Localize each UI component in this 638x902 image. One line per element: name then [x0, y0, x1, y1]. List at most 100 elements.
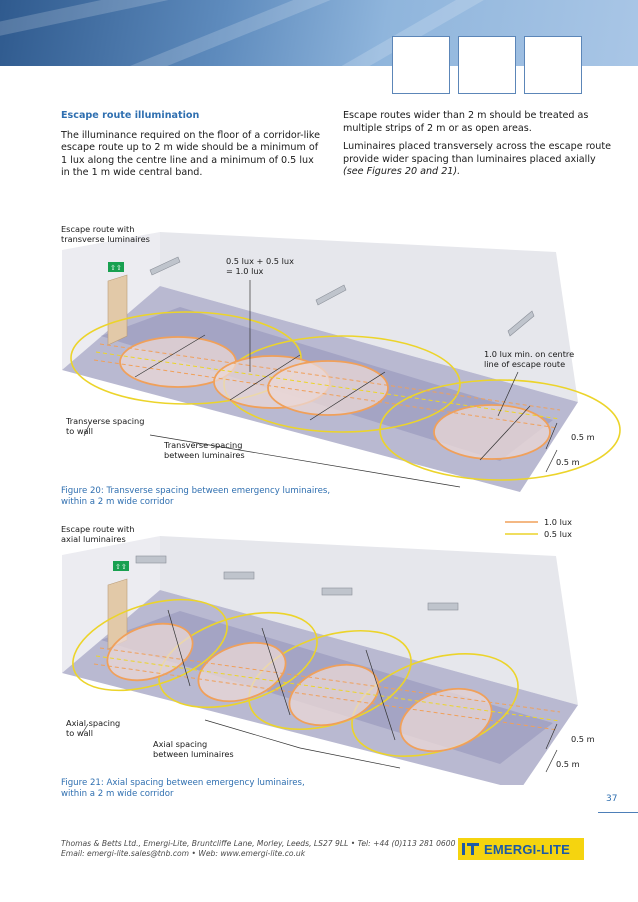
one-lux-ellipse	[433, 404, 551, 460]
half-lux-band-lines	[95, 351, 561, 420]
footer-line: Email: emergi-lite.sales@tnb.com • Web: …	[61, 849, 306, 858]
dimension-lines	[81, 719, 558, 773]
label-line: Escape route with	[61, 224, 135, 234]
decorative-boxes	[392, 36, 582, 94]
footer-address: Thomas & Betts Ltd., Emergi-Lite, Bruntc…	[61, 839, 462, 859]
exit-sign	[108, 262, 124, 272]
text-line: multiple strips of 2 m or as open areas.	[343, 122, 532, 134]
figure-21-caption: Figure 21: Axial spacing between emergen…	[61, 778, 305, 800]
emergi-lite-logo: EMERGI-LITE	[458, 838, 584, 860]
legend-label: 0.5 lux	[544, 529, 572, 539]
body-paragraph: The illuminance required on the floor of…	[61, 130, 326, 180]
caption-line: within a 2 m wide corridor	[61, 497, 174, 507]
section-heading: Escape route illumination	[61, 110, 200, 121]
label-line: transverse luminaires	[61, 234, 150, 244]
one-lux-ellipse	[399, 687, 493, 753]
text-line: escape route up to 2 m wide should be a …	[61, 142, 319, 153]
exit-sign-glyph: ⇧⇧	[110, 264, 122, 272]
one-lux-ellipse	[288, 663, 380, 727]
exit-sign-glyph: ⇧⇧	[115, 563, 127, 571]
label-line: Transverse spacing	[164, 440, 243, 450]
label-line: line of escape route	[484, 359, 566, 369]
label-line: Axial spacing	[66, 718, 121, 728]
luminaire	[223, 571, 255, 580]
luminaire	[427, 602, 459, 611]
band-line	[93, 663, 559, 731]
fig21-dim-bottom: 0.5 m	[556, 759, 580, 769]
caption-line: Figure 21: Axial spacing between emergen…	[61, 778, 305, 788]
band-line	[99, 343, 561, 411]
figure-reference: (see Figures 20 and 21).	[343, 166, 461, 177]
half-lux-band-lines	[95, 655, 561, 722]
band-lines	[93, 647, 561, 731]
legend-label: 1.0 lux	[544, 517, 572, 527]
footer-line: Thomas & Betts Ltd., Emergi-Lite, Bruntc…	[61, 839, 463, 848]
label-line: 0.5 lux + 0.5 lux	[226, 256, 294, 266]
section-lines	[134, 334, 531, 461]
back-wall	[160, 536, 578, 705]
half-lux-ellipses	[70, 311, 621, 481]
right-column: Escape routes wider than 2 m should be t…	[343, 110, 613, 185]
label-line: to wall	[66, 426, 94, 436]
fig20-sum-label: 0.5 lux + 0.5 lux = 1.0 lux	[226, 256, 294, 276]
logo-mark-icon	[462, 841, 480, 857]
logo-wordmark: EMERGI-LITE	[484, 841, 570, 857]
luminaire	[507, 310, 535, 337]
band-line	[95, 655, 561, 722]
text-line: The illuminance required on the floor of…	[61, 129, 321, 141]
text-line: Escape routes wider than 2 m should be t…	[343, 110, 589, 121]
label-line: 1.0 lux min. on centre	[484, 349, 575, 359]
band-line	[99, 647, 561, 713]
label-line: to wall	[66, 728, 94, 738]
band-lines	[93, 343, 561, 429]
fig20-dim-top: 0.5 m	[571, 432, 595, 442]
label-line: axial luminaires	[61, 534, 126, 544]
one-lux-ellipse	[267, 360, 389, 416]
fig21-dim-top: 0.5 m	[571, 734, 595, 744]
body-paragraph: Luminaires placed transversely across th…	[343, 141, 613, 179]
luminaire	[315, 284, 347, 306]
fig20-wall-spacing-label: Transverse spacing to wall	[66, 416, 144, 436]
door	[107, 274, 128, 346]
fig21-between-label: Axial spacing between luminaires	[153, 739, 234, 759]
label-line: Transverse spacing	[66, 416, 145, 426]
left-column: Escape route illumination The illuminanc…	[61, 110, 326, 186]
page-number-rule	[598, 812, 638, 813]
half-lux-ellipse	[379, 379, 621, 481]
legend-swatches	[505, 521, 538, 535]
label-line: = 1.0 lux	[226, 266, 264, 276]
fig20-between-label: Transverse spacing between luminaires	[164, 440, 245, 460]
text-line: Luminaires placed transversely across th…	[343, 141, 612, 152]
decorative-box	[524, 36, 582, 94]
body-paragraph: Escape routes wider than 2 m should be t…	[343, 110, 613, 135]
label-line: Escape route with	[61, 524, 135, 534]
text-line: provide wider spacing than luminaires pl…	[343, 153, 596, 165]
exit-sign	[113, 561, 129, 571]
text-line: 1 lux along the centre line and a minimu…	[61, 154, 314, 166]
decorative-box	[458, 36, 516, 94]
luminaire	[321, 587, 353, 596]
label-line: between luminaires	[164, 450, 245, 460]
figure-20-diagram: ⇧⇧	[62, 232, 621, 492]
section-lines	[167, 609, 396, 741]
pointer-line	[497, 371, 519, 417]
figure-21-diagram: ⇧⇧	[62, 536, 578, 785]
one-lux-ellipse	[197, 641, 287, 703]
back-wall	[160, 232, 578, 402]
one-lux-ellipses	[119, 336, 551, 460]
label-line: between luminaires	[153, 749, 234, 759]
decorative-box	[392, 36, 450, 94]
caption-line: within a 2 m wide corridor	[61, 789, 174, 799]
text-line: in the 1 m wide central band.	[61, 167, 203, 178]
band-line	[95, 351, 561, 420]
figure-20-caption: Figure 20: Transverse spacing between em…	[61, 486, 330, 508]
label-line: Axial spacing	[153, 739, 208, 749]
page-number: 37	[606, 794, 618, 804]
half-lux-ellipse	[158, 611, 318, 709]
dimension-lines	[83, 422, 558, 488]
fig21-wall-spacing-label: Axial spacing to wall	[66, 718, 120, 738]
fig20-centre-label: 1.0 lux min. on centre line of escape ro…	[484, 349, 574, 369]
fig20-title: Escape route with transverse luminaires	[61, 224, 150, 244]
band-line	[93, 359, 559, 429]
half-lux-ellipse	[70, 311, 302, 405]
